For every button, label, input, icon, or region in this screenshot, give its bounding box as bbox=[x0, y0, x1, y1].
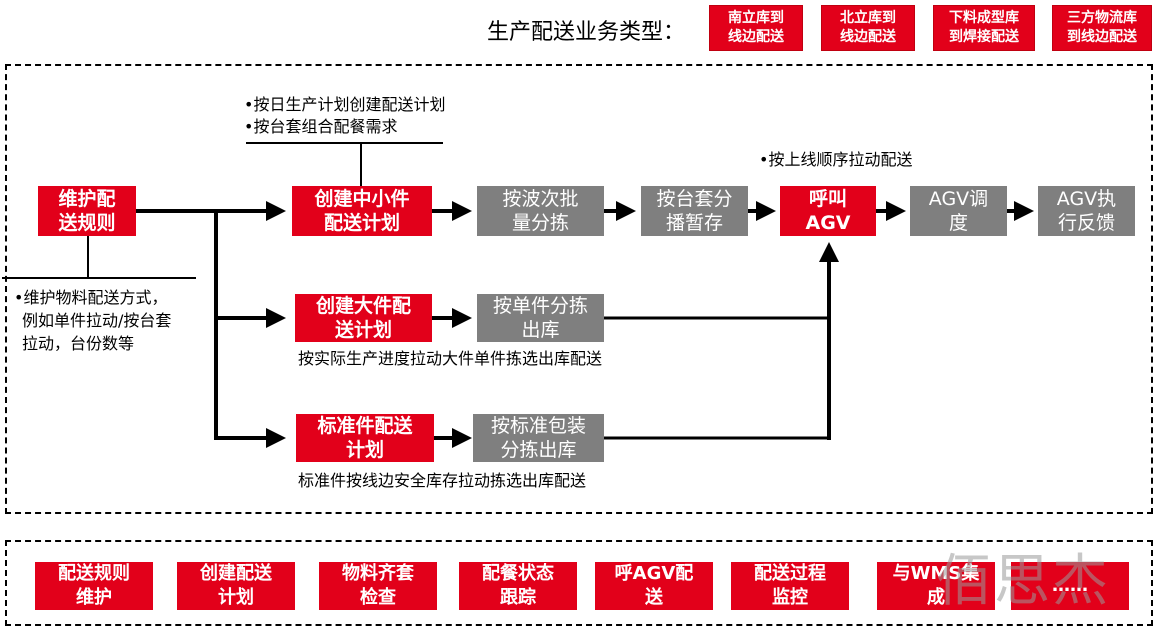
fn-line1: 配餐状态 bbox=[482, 563, 554, 584]
box-line1: AGV执 bbox=[1056, 188, 1117, 210]
watermark: 佰思杰 bbox=[936, 549, 1110, 614]
create-small-parts-plan-box[interactable]: 创建中小件配送计划 bbox=[292, 186, 432, 236]
row2-note: 按实际生产进度拉动大件单件拣选出库配送 bbox=[298, 349, 603, 368]
box-line2: 行反馈 bbox=[1057, 212, 1115, 234]
fn-create-plan[interactable]: 创建配送计划 bbox=[177, 562, 295, 610]
fn-kitting-check[interactable]: 物料齐套检查 bbox=[319, 562, 437, 610]
type-line2: 到线边配送 bbox=[1067, 29, 1137, 45]
fn-line1: 呼AGV配 bbox=[614, 563, 694, 584]
box-line1: 按台套分 bbox=[656, 188, 733, 210]
maintain-rules-box[interactable]: 维护配送规则 bbox=[38, 186, 136, 236]
row3-note: 标准件按线边安全库存拉动拣选出库配送 bbox=[298, 471, 587, 490]
type-line1: 南立库到 bbox=[728, 10, 784, 26]
std-picking-box[interactable]: 按标准包装分拣出库 bbox=[473, 414, 604, 462]
business-type-label: 生产配送业务类型： bbox=[487, 20, 686, 45]
box-line2: 计划 bbox=[345, 439, 384, 461]
box-line1: AGV调 bbox=[928, 188, 989, 210]
agv-feedback-box[interactable]: AGV执行反馈 bbox=[1038, 186, 1135, 236]
single-picking-box[interactable]: 按单件分拣出库 bbox=[477, 294, 604, 342]
fn-line2: 成 bbox=[926, 587, 945, 608]
function-frame bbox=[5, 540, 1153, 626]
box-line1: 标准件配送 bbox=[317, 415, 413, 437]
type-south-warehouse[interactable]: 南立库到线边配送 bbox=[709, 5, 803, 51]
type-blanking-warehouse[interactable]: 下料成型库到焊接配送 bbox=[933, 5, 1035, 51]
box-line1: 创建大件配 bbox=[315, 295, 411, 317]
call-note: •按上线顺序拉动配送 bbox=[759, 150, 913, 169]
type-line2: 到焊接配送 bbox=[949, 29, 1019, 45]
create-std-parts-plan-box[interactable]: 标准件配送计划 bbox=[296, 414, 434, 462]
type-line2: 线边配送 bbox=[840, 29, 896, 45]
plan-note-line2: •按台套组合配餐需求 bbox=[244, 117, 398, 136]
fn-line2: 送 bbox=[644, 587, 663, 608]
fn-wms-integration[interactable]: 与WMS集成 bbox=[877, 562, 995, 610]
flow-frame bbox=[5, 64, 1153, 514]
type-line2: 线边配送 bbox=[728, 29, 784, 45]
maintain-note-line2: 例如单件拉动/按台套 bbox=[22, 311, 172, 330]
box-line2: 播暂存 bbox=[665, 212, 723, 234]
fn-line2: 维护 bbox=[76, 587, 112, 608]
type-line1: 下料成型库 bbox=[949, 10, 1019, 26]
fn-line2: 监控 bbox=[772, 587, 808, 608]
box-line1: 维护配 bbox=[58, 188, 116, 210]
fn-kit-status-tracking[interactable]: 配餐状态跟踪 bbox=[459, 562, 577, 610]
box-line1: 呼叫 bbox=[808, 188, 847, 210]
fn-line1: 物料齐套 bbox=[342, 563, 414, 584]
fn-call-agv[interactable]: 呼AGV配送 bbox=[595, 562, 713, 610]
box-line2: 送计划 bbox=[334, 319, 392, 341]
box-line2: 分拣出库 bbox=[500, 439, 577, 461]
fn-process-monitor[interactable]: 配送过程监控 bbox=[731, 562, 849, 610]
maintain-note-line1: •维护物料配送方式， bbox=[14, 288, 168, 307]
create-large-parts-plan-box[interactable]: 创建大件配送计划 bbox=[295, 294, 432, 342]
type-line1: 三方物流库 bbox=[1067, 10, 1137, 26]
set-staging-box[interactable]: 按台套分播暂存 bbox=[641, 186, 748, 236]
fn-line2: 检查 bbox=[360, 587, 396, 608]
type-3pl-warehouse[interactable]: 三方物流库到线边配送 bbox=[1052, 5, 1152, 51]
plan-note-line1: •按日生产计划创建配送计划 bbox=[244, 95, 446, 114]
fn-line1: 与WMS集 bbox=[892, 563, 980, 584]
box-line2: 送规则 bbox=[58, 212, 116, 234]
box-line2: 量分拣 bbox=[511, 212, 569, 234]
fn-line2: 跟踪 bbox=[500, 587, 536, 608]
wave-picking-box[interactable]: 按波次批量分拣 bbox=[477, 186, 604, 236]
agv-dispatch-box[interactable]: AGV调度 bbox=[910, 186, 1007, 236]
fn-line1: 配送过程 bbox=[754, 563, 826, 584]
box-line2: AGV bbox=[805, 212, 851, 234]
type-north-warehouse[interactable]: 北立库到线边配送 bbox=[821, 5, 915, 51]
box-line1: 按波次批 bbox=[502, 188, 579, 210]
box-line2: 度 bbox=[948, 212, 968, 234]
box-line1: 按单件分拣 bbox=[492, 295, 588, 317]
fn-line1: 创建配送 bbox=[200, 563, 272, 584]
fn-line2: 计划 bbox=[218, 587, 254, 608]
box-line1: 按标准包装 bbox=[490, 415, 586, 437]
box-line2: 出库 bbox=[521, 319, 560, 341]
fn-line1: …… bbox=[1052, 575, 1088, 596]
box-line1: 创建中小件 bbox=[314, 188, 410, 210]
type-line1: 北立库到 bbox=[840, 10, 896, 26]
fn-line1: 配送规则 bbox=[58, 563, 130, 584]
maintain-note-line3: 拉动，台份数等 bbox=[22, 334, 135, 353]
box-line2: 配送计划 bbox=[323, 212, 400, 234]
fn-rules-maintain[interactable]: 配送规则维护 bbox=[35, 562, 153, 610]
fn-more[interactable]: …… bbox=[1011, 562, 1129, 610]
maintain-note: •维护物料配送方式， 例如单件拉动/按台套 拉动，台份数等 bbox=[14, 286, 171, 355]
plan-note: •按日生产计划创建配送计划 •按台套组合配餐需求 bbox=[244, 94, 445, 138]
